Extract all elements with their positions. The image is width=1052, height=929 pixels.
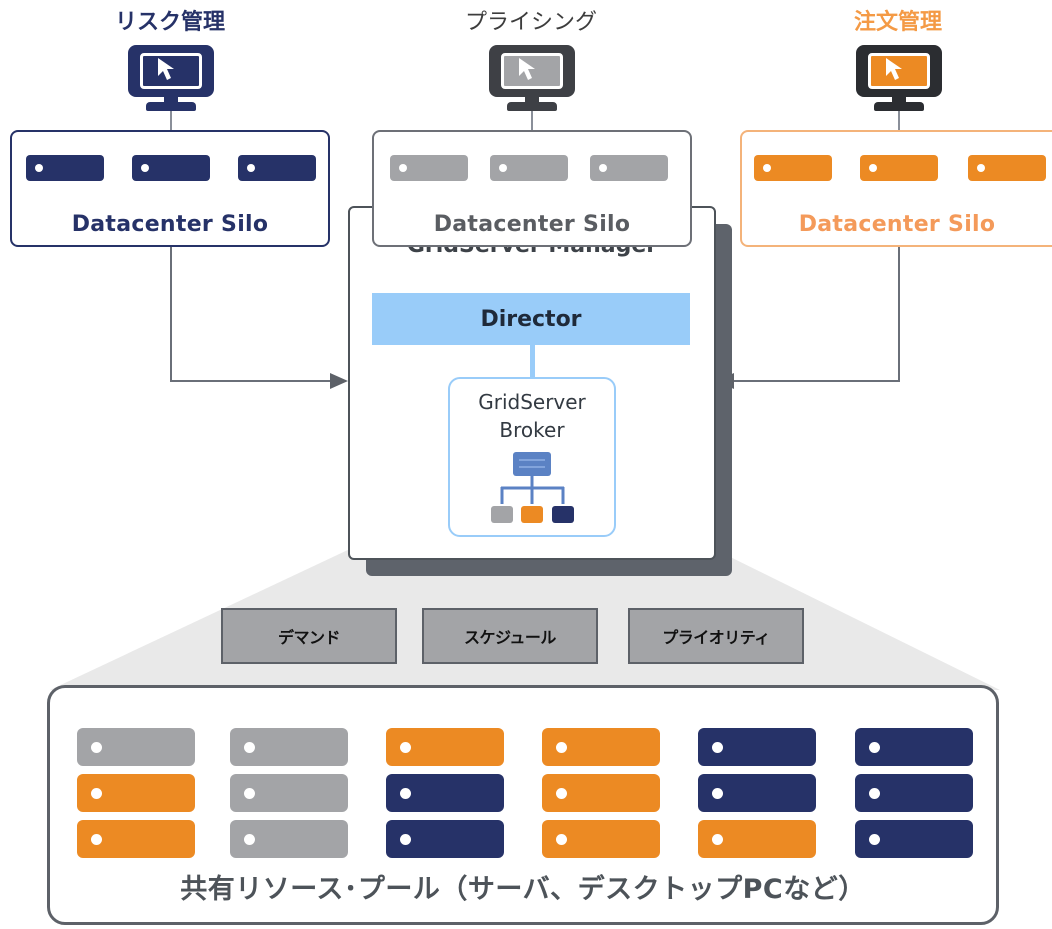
pool-server-icon [698, 728, 816, 766]
silo-label: Datacenter Silo [433, 212, 631, 237]
pool-server-icon [855, 774, 973, 812]
pool-server-icon [230, 728, 348, 766]
connector-silo3-across [730, 380, 900, 382]
datacenter-silo-pricing: Datacenter Silo [372, 130, 692, 247]
director-label: Director [480, 306, 582, 332]
pool-server-icon [698, 820, 816, 858]
policy-label: デマンド [277, 628, 341, 647]
connector-app1 [170, 106, 172, 132]
connector-silo1-down [170, 246, 172, 382]
server-icon [26, 155, 104, 181]
broker-label-line2: Broker [499, 418, 565, 442]
monitor-order-icon [856, 45, 942, 111]
policy-schedule: スケジュール [422, 608, 598, 664]
policy-priority: プライオリティ [628, 608, 804, 664]
connector-silo3-down [898, 246, 900, 382]
app-label-order: 注文管理 [853, 10, 942, 35]
server-icon [860, 155, 938, 181]
arrow-right-icon [330, 373, 348, 389]
silo-label: Datacenter Silo [71, 212, 269, 237]
pool-caption: 共有リソース･プール（サーバ、デスクトップPCなど） [180, 874, 866, 905]
pool-server-icon [386, 820, 504, 858]
pool-server-icon [386, 728, 504, 766]
pool-server-icon [855, 820, 973, 858]
app-label-pricing: プライシング [464, 10, 597, 35]
connector-app2 [531, 106, 533, 132]
broker-label-line1: GridServer [478, 390, 586, 414]
server-icon [238, 155, 316, 181]
monitor-pricing-icon [489, 45, 575, 111]
silo-label: Datacenter Silo [798, 212, 996, 237]
app-label-risk: リスク管理 [114, 10, 225, 35]
datacenter-silo-risk: Datacenter Silo [10, 130, 330, 247]
director-broker-link [530, 345, 535, 378]
pool-server-icon [386, 774, 504, 812]
shared-resource-pool [47, 685, 999, 925]
server-icon [968, 155, 1046, 181]
hierarchy-network-icon [491, 452, 574, 523]
pool-server-icon [230, 774, 348, 812]
monitor-risk-icon [128, 45, 214, 111]
pool-server-icon [698, 774, 816, 812]
pool-server-icon [77, 774, 195, 812]
pool-server-icon [77, 820, 195, 858]
director-box: Director [372, 293, 690, 345]
connector-app3 [898, 106, 900, 132]
server-icon [754, 155, 832, 181]
server-icon [590, 155, 668, 181]
policy-label: プライオリティ [662, 628, 770, 647]
connector-silo1-across [170, 380, 338, 382]
broker-label: GridServer Broker [448, 388, 616, 444]
pool-server-icon [855, 728, 973, 766]
server-icon [490, 155, 568, 181]
server-icon [390, 155, 468, 181]
server-icon [132, 155, 210, 181]
pool-server-icon [230, 820, 348, 858]
pool-server-icon [77, 728, 195, 766]
pool-server-icon [542, 820, 660, 858]
policy-label: スケジュール [464, 628, 556, 647]
datacenter-silo-order: Datacenter Silo [740, 130, 1052, 247]
pool-server-icon [542, 774, 660, 812]
policy-demand: デマンド [221, 608, 397, 664]
pool-server-icon [542, 728, 660, 766]
